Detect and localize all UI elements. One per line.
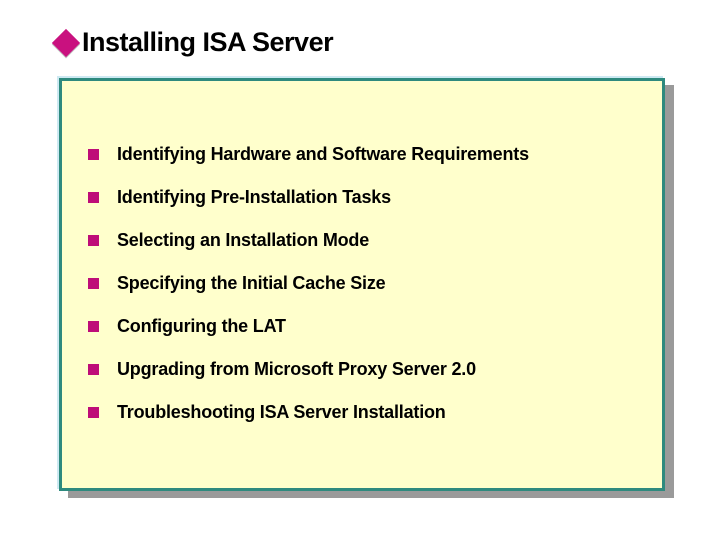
square-bullet-icon [88,407,99,418]
bullet-list: Identifying Hardware and Software Requir… [88,143,648,424]
square-bullet-icon [88,149,99,160]
list-item: Specifying the Initial Cache Size [88,272,648,295]
square-bullet-icon [88,364,99,375]
bullet-text: Identifying Pre-Installation Tasks [117,187,391,207]
slide-title-row: Installing ISA Server [51,27,334,58]
square-bullet-icon [88,278,99,289]
bullet-text: Specifying the Initial Cache Size [117,273,386,293]
list-item: Identifying Pre-Installation Tasks [88,186,648,209]
list-item: Selecting an Installation Mode [88,229,648,252]
bullet-text: Troubleshooting ISA Server Installation [117,402,446,422]
page-title: Installing ISA Server [82,27,334,57]
square-bullet-icon [88,192,99,203]
square-bullet-icon [88,235,99,246]
list-item: Configuring the LAT [88,315,648,338]
list-item: Upgrading from Microsoft Proxy Server 2.… [88,358,648,381]
diamond-icon [51,28,81,57]
list-item: Troubleshooting ISA Server Installation [88,401,648,424]
bullet-text: Upgrading from Microsoft Proxy Server 2.… [117,359,476,379]
list-item: Identifying Hardware and Software Requir… [88,143,648,166]
content-panel: Identifying Hardware and Software Requir… [59,78,665,491]
square-bullet-icon [88,321,99,332]
bullet-text: Configuring the LAT [117,316,286,336]
bullet-text: Selecting an Installation Mode [117,230,370,250]
bullet-text: Identifying Hardware and Software Requir… [117,144,529,164]
